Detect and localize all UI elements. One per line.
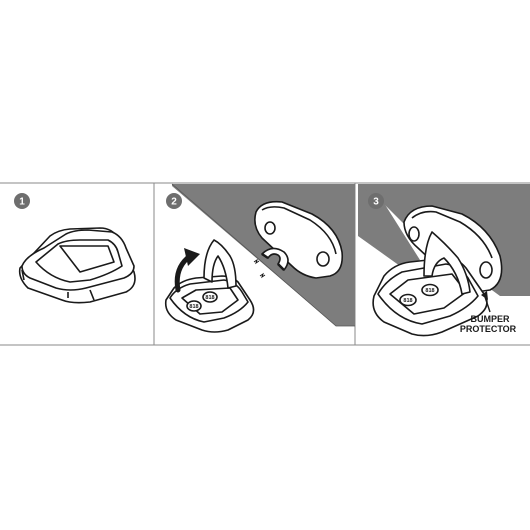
- panel-step-1: 1: [14, 193, 136, 304]
- pointer-arrow-icon: [481, 291, 491, 313]
- step-badge-3: [368, 193, 384, 209]
- bumper-label-line2: PROTECTOR: [460, 324, 517, 334]
- svg-text:818: 818: [403, 298, 412, 304]
- mounted-lid: [254, 200, 344, 279]
- curved-arrow-icon: [174, 248, 200, 293]
- step-badge-1: [14, 193, 30, 209]
- bumper-label-line1: BUMPER: [470, 314, 510, 324]
- key-safe-tray: [18, 227, 136, 304]
- svg-text:818: 818: [205, 295, 214, 301]
- mounted-lid: [403, 205, 503, 293]
- open-tray: 818 818: [372, 231, 488, 337]
- svg-text:818: 818: [425, 288, 434, 294]
- panel-step-2: 2 818 818: [164, 183, 355, 333]
- magnet-icon: [253, 247, 289, 279]
- step-number-1: 1: [19, 197, 25, 208]
- svg-text:818: 818: [189, 304, 198, 310]
- step-badge-2: [166, 193, 182, 209]
- step-number-3: 3: [373, 197, 379, 208]
- panel-step-3: 3 818 818 BUMPER PROTECTOR: [358, 184, 530, 337]
- open-tray: 818 818: [164, 239, 255, 333]
- step-number-2: 2: [171, 197, 177, 208]
